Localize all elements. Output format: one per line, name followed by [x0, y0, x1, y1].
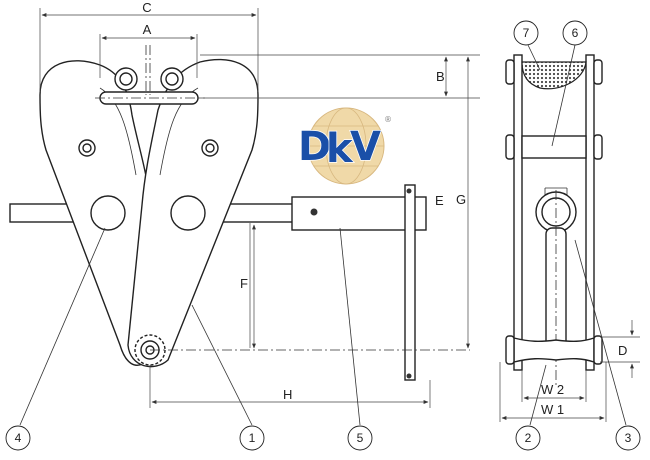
callouts: 4 1 5 2 3 7 6 [5, 20, 641, 451]
svg-text:5: 5 [357, 431, 364, 445]
callout-6: 6 [562, 20, 588, 46]
left-large-hole [90, 195, 126, 231]
callout-4: 4 [5, 425, 31, 451]
callout-1: 1 [239, 425, 265, 451]
front-dimensions: C A B G E F H [39, 0, 480, 408]
logo-letter-k: k [326, 126, 354, 172]
svg-text:2: 2 [525, 431, 532, 445]
side-dimensions: D W 2 W 1 [499, 320, 640, 422]
logo-registered-mark: ® [384, 115, 392, 124]
dkv-logo: D k V ® [297, 107, 392, 185]
top-pad [521, 61, 587, 90]
dim-label-w1: W 1 [541, 402, 564, 417]
dim-label-g: G [456, 192, 466, 207]
dim-label-w2: W 2 [541, 382, 564, 397]
callout-5: 5 [347, 425, 373, 451]
right-large-hole [170, 195, 206, 231]
side-bolts [78, 139, 219, 157]
callout-3: 3 [615, 425, 641, 451]
svg-text:6: 6 [572, 26, 579, 40]
dim-label-b: B [436, 69, 445, 84]
svg-text:4: 4 [15, 431, 22, 445]
dim-label-d: D [618, 343, 627, 358]
front-view [9, 45, 470, 381]
svg-text:1: 1 [249, 431, 256, 445]
dim-label-f: F [240, 276, 248, 291]
dim-label-a: A [143, 22, 152, 37]
top-rollers [95, 67, 205, 105]
logo-letter-v: V [350, 124, 381, 170]
dim-label-e: E [435, 193, 444, 208]
callout-7: 7 [513, 20, 539, 46]
dim-label-h: H [283, 387, 292, 402]
svg-text:3: 3 [625, 431, 632, 445]
side-view [505, 54, 603, 385]
dim-label-c: C [142, 0, 151, 15]
svg-text:7: 7 [523, 26, 530, 40]
bottom-cross-pin [513, 337, 595, 363]
handle-assembly [291, 184, 427, 381]
callout-2: 2 [515, 425, 541, 451]
logo-letter-d: D [298, 124, 331, 170]
middle-spacer [521, 135, 587, 159]
